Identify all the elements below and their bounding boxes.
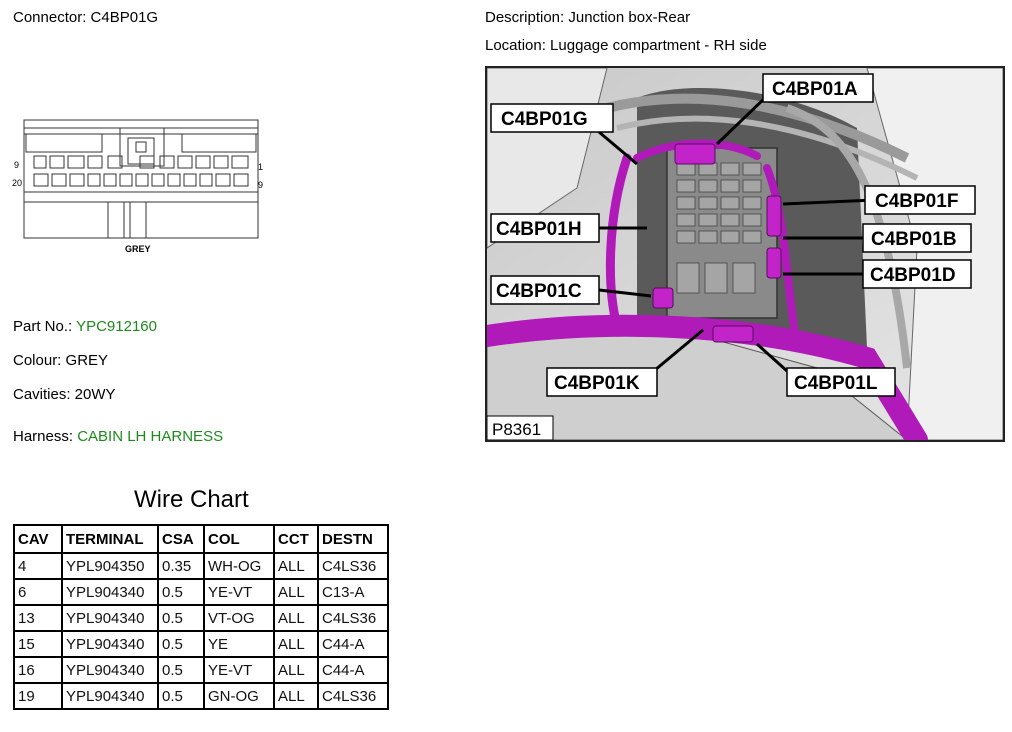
callout-c4bp01c: C4BP01C [496,281,582,302]
pin-label-right-top: 1 [258,162,263,172]
pin-label-left-top: 9 [14,160,19,170]
table-row: 6 YPL904340 0.5 YE-VT ALL C13-A [13,578,389,606]
cell-cct: ALL [273,656,319,684]
table-row: 4 YPL904350 0.35 WH-OG ALL C4LS36 [13,552,389,580]
header-csa: CSA [157,524,205,554]
cell-csa: 0.5 [157,604,205,632]
cavities-label: Cavities: 20WY [13,386,116,403]
header-col: COL [203,524,275,554]
cell-destn: C44-A [317,630,389,658]
callout-c4bp01a: C4BP01A [772,79,858,100]
cell-terminal: YPL904340 [61,604,159,632]
harness-value: CABIN LH HARNESS [77,428,224,445]
cell-col: YE [203,630,275,658]
part-number-value: YPC912160 [76,318,157,335]
cell-col: GN-OG [203,682,275,710]
cell-terminal: YPL904340 [61,578,159,606]
cell-terminal: YPL904350 [61,552,159,580]
wire-chart-header-row: CAV TERMINAL CSA COL CCT DESTN [13,524,389,554]
cell-cct: ALL [273,682,319,710]
photo-reference: P8361 [492,420,541,439]
callout-c4bp01k: C4BP01K [554,373,640,394]
cell-csa: 0.5 [157,656,205,684]
colour-label: Colour: GREY [13,352,109,369]
cell-cct: ALL [273,604,319,632]
cell-terminal: YPL904340 [61,630,159,658]
callout-c4bp01f: C4BP01F [875,191,958,212]
callout-c4bp01b: C4BP01B [871,229,957,250]
wire-chart-title: Wire Chart [134,486,249,513]
cell-csa: 0.5 [157,630,205,658]
cell-cav: 16 [13,656,63,684]
cell-col: VT-OG [203,604,275,632]
cell-csa: 0.5 [157,682,205,710]
connector-label: Connector: C4BP01G [13,9,159,26]
cell-terminal: YPL904340 [61,682,159,710]
cell-cav: 6 [13,578,63,606]
cell-cct: ALL [273,552,319,580]
cell-cav: 13 [13,604,63,632]
cell-destn: C4LS36 [317,682,389,710]
cell-terminal: YPL904340 [61,656,159,684]
description-label: Description: Junction box-Rear [485,9,691,26]
callout-c4bp01l: C4BP01L [794,373,878,394]
pin-label-left-bottom: 20 [12,178,22,188]
cell-col: YE-VT [203,656,275,684]
cell-destn: C44-A [317,656,389,684]
part-number: Part No.: YPC912160 [13,318,157,335]
part-number-label: Part No.: [13,318,73,335]
cell-csa: 0.35 [157,552,205,580]
wire-chart-table: CAV TERMINAL CSA COL CCT DESTN 4 YPL9043… [13,524,389,710]
callout-c4bp01g: C4BP01G [501,109,588,130]
cell-col: WH-OG [203,552,275,580]
table-row: 13 YPL904340 0.5 VT-OG ALL C4LS36 [13,604,389,632]
pin-label-right-bottom: 9 [258,180,263,190]
cell-csa: 0.5 [157,578,205,606]
cell-cav: 15 [13,630,63,658]
callout-c4bp01d: C4BP01D [870,265,956,286]
table-row: 19 YPL904340 0.5 GN-OG ALL C4LS36 [13,682,389,710]
cell-cct: ALL [273,578,319,606]
harness: Harness: CABIN LH HARNESS [13,428,223,445]
header-cct: CCT [273,524,319,554]
table-row: 15 YPL904340 0.5 YE ALL C44-A [13,630,389,658]
cell-cct: ALL [273,630,319,658]
cell-destn: C4LS36 [317,604,389,632]
location-label: Location: Luggage compartment - RH side [485,37,767,54]
header-destn: DESTN [317,524,389,554]
connector-face-diagram: 9 20 1 9 GREY [12,119,263,254]
header-cav: CAV [13,524,63,554]
header-terminal: TERMINAL [61,524,159,554]
luggage-compartment-illustration: C4BP01A C4BP01G C4BP01F C4BP01H C4BP01B … [487,68,1003,440]
diagram-caption: GREY [125,244,151,254]
cell-col: YE-VT [203,578,275,606]
cell-destn: C13-A [317,578,389,606]
table-row: 16 YPL904340 0.5 YE-VT ALL C44-A [13,656,389,684]
location-photo: C4BP01A C4BP01G C4BP01F C4BP01H C4BP01B … [485,66,1005,442]
cell-cav: 4 [13,552,63,580]
callout-c4bp01h: C4BP01H [496,219,582,240]
cell-cav: 19 [13,682,63,710]
cell-destn: C4LS36 [317,552,389,580]
harness-label: Harness: [13,428,74,445]
